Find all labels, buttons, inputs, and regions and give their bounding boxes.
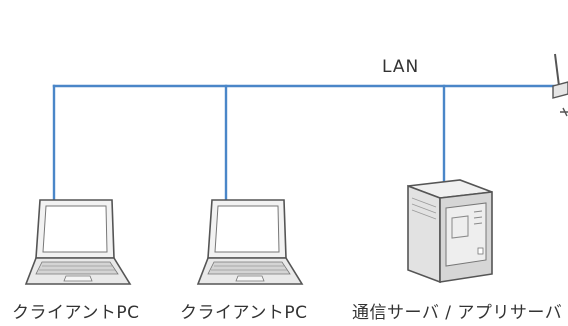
lan-lines: [52, 84, 568, 220]
server-label: 通信サーバ / アプリサーバ: [352, 303, 563, 323]
tower-server-icon: [407, 179, 493, 284]
laptop-icon: [196, 199, 304, 285]
laptop-icon: [24, 199, 132, 285]
wireless-router-icon: [552, 53, 568, 117]
client-pc-2-label: クライアントPC: [180, 303, 308, 323]
client-pc-1-label: クライアントPC: [12, 303, 140, 323]
lan-label: LAN: [382, 57, 420, 77]
